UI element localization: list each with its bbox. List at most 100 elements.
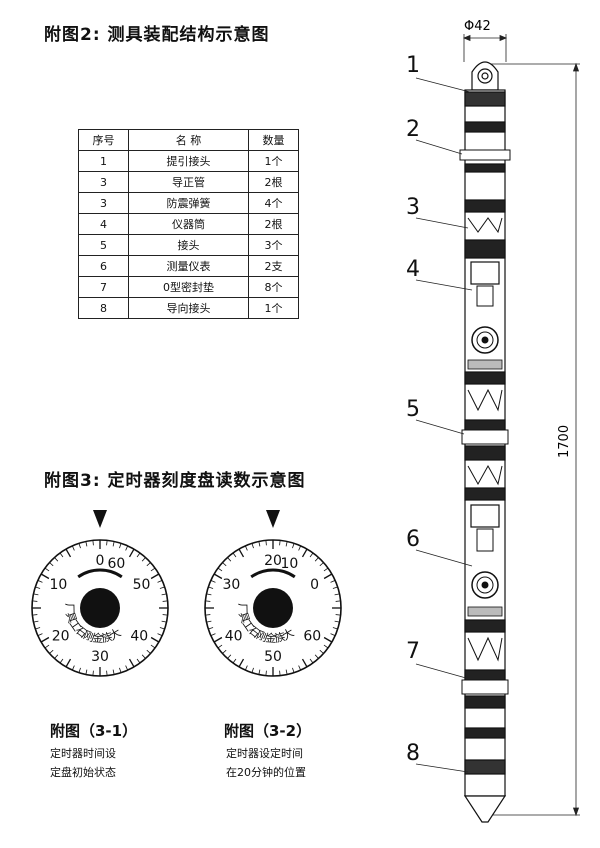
dial-tick [59,658,64,664]
dial-tick [92,540,94,546]
dial-tick [205,600,211,602]
dial-tick [323,573,333,580]
dial-tick [78,543,81,549]
dial-ring-label: 40 [225,629,243,645]
dial-tick [112,669,115,675]
direction-arrow-icon [250,568,296,579]
cell-index: 7 [78,276,129,298]
dial-tick [205,614,211,616]
dial-tick [335,614,341,616]
dial-tick [40,573,50,580]
dial-tick [206,620,212,623]
header-index: 序号 [78,129,129,151]
leader-lines [415,77,473,773]
cell-name: 接头 [128,234,249,256]
cell-name: 0型密封垫 [128,276,249,298]
pointer-triangle-icon [93,510,107,528]
dial-tick [162,600,168,602]
dial-tick [244,545,248,551]
dial-tick [49,562,54,567]
dial-inner-char: 族 [273,629,287,645]
dial-inner-char: 金 [265,631,277,646]
dial-tick [54,557,59,562]
dial-tick [244,665,248,671]
cell-index: 3 [78,192,129,214]
diameter-dimension [462,34,508,62]
dial-tick [136,658,141,664]
cell-name: 防震弹簧 [128,192,249,214]
springs [467,217,503,662]
cell-name: 仪器筒 [128,213,249,235]
dial-tick [332,586,338,589]
dial-tick [119,543,122,549]
length-label: 1700 [557,425,572,458]
dial-tick [298,545,302,551]
dial-tick [35,586,41,589]
dial-tick [157,579,163,583]
cell-name: 提引接头 [128,150,249,172]
dial-ring-label: 30 [223,577,241,593]
tool-assembly-drawing: Φ42 1700 [406,19,580,823]
dial-tick [146,562,151,567]
dial-tick [301,548,308,558]
dial-tick [292,667,295,673]
dial-ring-label: 10 [50,577,68,593]
cell-qty: 1个 [248,150,299,172]
dial-tick [159,627,165,630]
dial-tick [332,627,338,630]
dial-tick [298,665,302,671]
cell-index: 5 [78,234,129,256]
dial-tick [54,654,59,659]
dial-tick [265,540,267,546]
header-qty: 数量 [248,129,299,151]
dial-tick [33,593,39,596]
dial-tick [37,633,43,637]
dial-tick [161,620,167,623]
length-dimension [490,62,580,817]
dial-tick [232,658,237,664]
dial-tick [213,573,223,580]
dial-tick [330,633,336,637]
dial-tick [279,670,281,676]
dial-tick [44,644,50,649]
dial-tick [319,649,324,654]
dial-tick [71,545,75,551]
cell-name: 导向接头 [128,297,249,319]
dial-tick [323,636,333,643]
dial-tick [150,573,160,580]
dial-tick [301,658,308,668]
dial1-desc-line2: 定盘初始状态 [50,766,116,779]
part-number-2: 2 [406,117,420,142]
dial-tick [210,579,216,583]
dial-tick [112,541,115,547]
dial-tick [92,670,94,676]
dial-tick [35,627,41,630]
dial-tick [217,644,223,649]
dial-tick [309,658,314,664]
dial-ring-label: 60 [303,629,321,645]
part-number-1: 1 [406,53,420,78]
dial-tick [32,614,38,616]
cell-index: 1 [78,150,129,172]
hatched-pads [467,359,503,617]
dial-tick [217,567,223,572]
dial-tick [238,658,245,668]
dial-tick [206,593,212,596]
cell-qty: 1个 [248,297,299,319]
dial-tick [141,557,146,562]
dial-tick [65,658,72,668]
dial-ring-label: 20 [264,553,282,569]
dial-ring-label: 20 [52,629,70,645]
cell-qty: 2根 [248,171,299,193]
dial-tick [334,593,340,596]
cell-index: 6 [78,255,129,277]
cell-name: 测量仪表 [128,255,249,277]
dial-tick [323,567,329,572]
